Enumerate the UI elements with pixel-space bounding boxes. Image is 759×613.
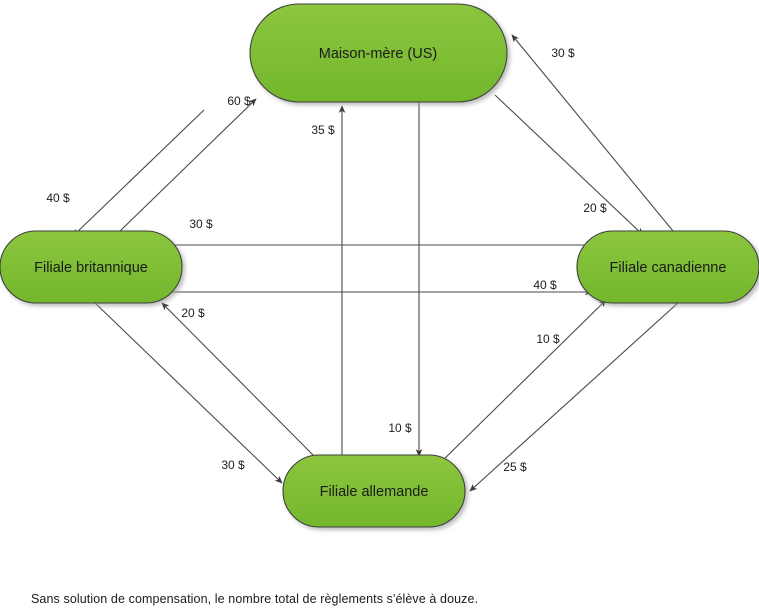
edge-label-de-ca: 10 $ [536,332,560,346]
node-label-us: Maison-mère (US) [319,46,437,62]
edge-label-uk-de: 30 $ [221,458,245,472]
edge-de-to-uk: 20 $ [161,302,316,458]
edge-de-to-us: 35 $ [311,105,346,494]
edge-label-ca-de: 25 $ [503,460,527,474]
edge-label-ca-us: 30 $ [551,46,575,60]
node-shape-uk[interactable] [0,230,183,304]
node-label-uk: Filiale britannique [34,260,148,276]
edge-us-to-uk: 40 $ [46,109,205,237]
node-label-ca: Filiale canadienne [610,260,727,276]
node-filiale-allemande[interactable]: Filiale allemande [282,454,466,528]
edge-label-de-uk: 20 $ [181,306,205,320]
node-label-de: Filiale allemande [320,484,429,500]
edge-us-to-de: 10 $ [388,100,423,457]
edge-label-de-us: 35 $ [311,123,335,137]
edge-uk-to-ca: 40 $ [150,278,593,296]
edge-uk-to-de: 30 $ [92,300,283,484]
edge-label-us-ca: 20 $ [583,201,607,215]
edge-label-uk-ca: 40 $ [533,278,557,292]
edges-layer: 60 $ 40 $ 35 $ 10 $ 30 $ [46,34,680,494]
edge-uk-to-us: 60 $ [117,94,257,234]
edge-ca-to-us: 30 $ [511,34,674,232]
edge-label-uk-us: 60 $ [227,94,251,108]
node-filiale-britannique[interactable]: Filiale britannique [0,230,183,304]
edge-de-to-ca: 10 $ [436,299,607,467]
edge-label-us-uk: 40 $ [46,191,70,205]
edge-ca-to-uk: 30 $ [165,217,590,249]
edge-label-us-de: 10 $ [388,421,412,435]
node-filiale-canadienne[interactable]: Filiale canadienne [576,230,759,304]
edge-label-ca-uk: 30 $ [189,217,213,231]
node-shape-ca[interactable] [576,230,759,304]
node-maison-mere-us[interactable]: Maison-mère (US) [249,3,508,103]
edge-us-to-ca: 20 $ [494,94,644,236]
nodes-layer: Maison-mère (US) Filiale britannique Fil… [0,3,759,528]
node-shape-us[interactable] [249,3,508,103]
edge-ca-to-de: 25 $ [469,301,680,492]
diagram-caption: Sans solution de compensation, le nombre… [31,592,479,606]
node-shape-de[interactable] [282,454,466,528]
